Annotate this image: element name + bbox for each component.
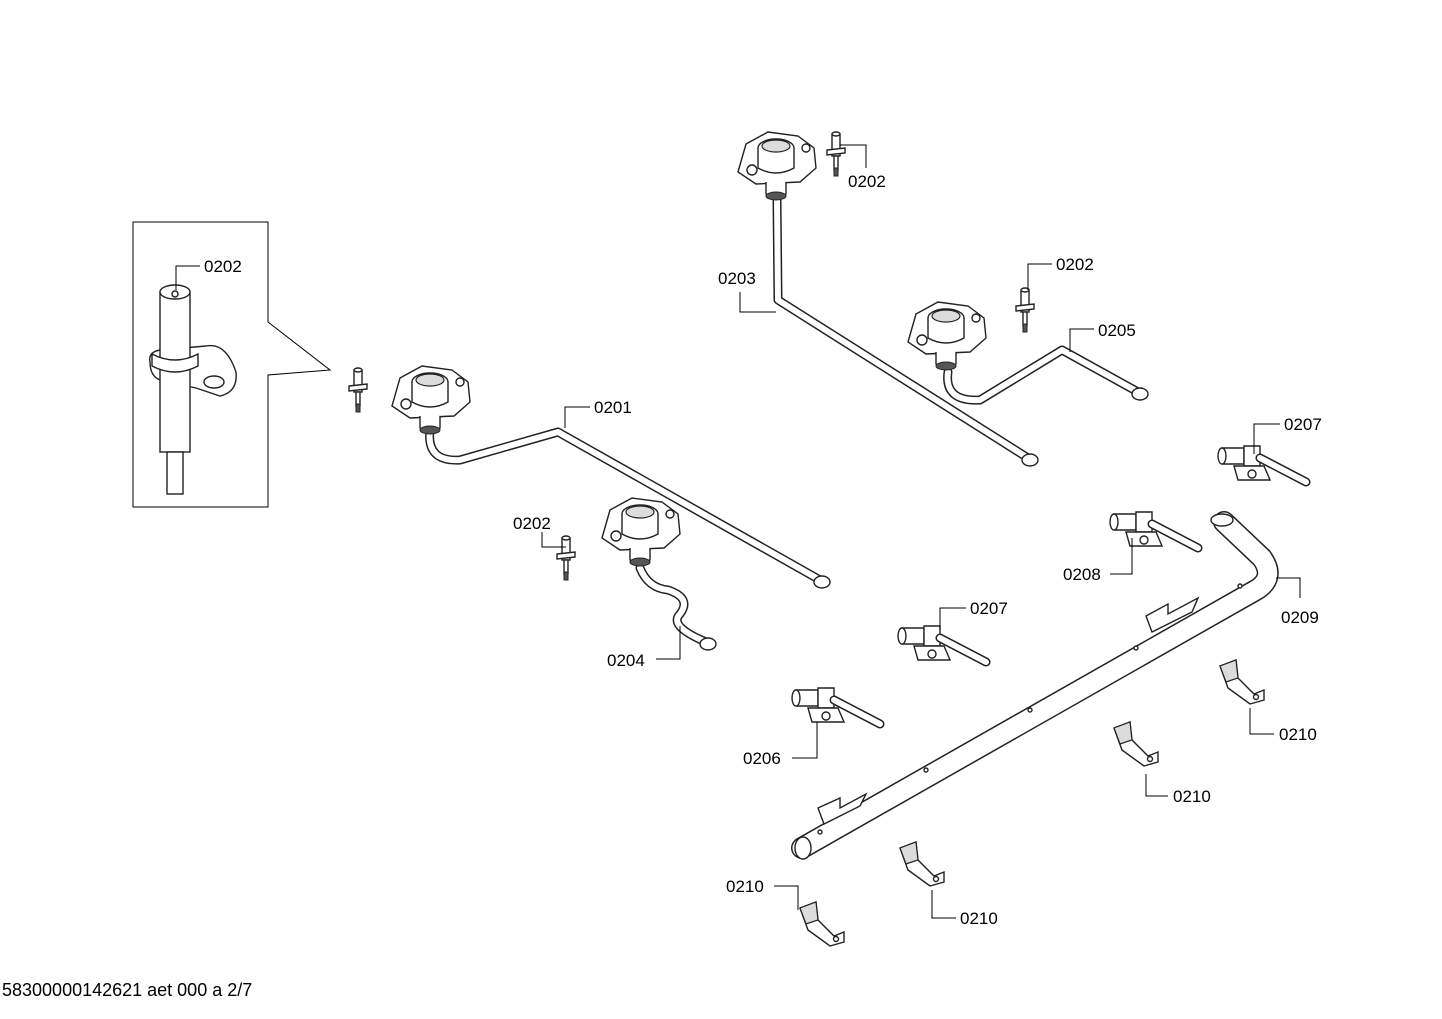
pipe-0203: [772, 195, 1039, 467]
label-0202-mid: 0202: [1056, 255, 1094, 274]
bracket-0210-d: [799, 901, 845, 947]
burner-valve-0201: [391, 365, 471, 435]
document-reference: 58300000142621 aet 000 a 2/7: [2, 980, 253, 1000]
label-0202-left: 0202: [513, 514, 551, 533]
label-0210-a: 0210: [1279, 725, 1317, 744]
label-0202-top: 0202: [848, 172, 886, 191]
label-0203: 0203: [718, 269, 756, 288]
bracket-0210-a: [1219, 659, 1265, 705]
bracket-0210-c: [899, 841, 945, 887]
thermocouple-right: [1015, 287, 1035, 333]
injector-0207-mid: [898, 626, 986, 662]
label-0201: 0201: [594, 398, 632, 417]
label-0205: 0205: [1098, 321, 1136, 340]
label-0207-mid: 0207: [970, 599, 1008, 618]
burner-valve-0203: [737, 131, 817, 201]
gas-rail-0209: [791, 511, 1279, 860]
pipe-0205: [943, 345, 1149, 405]
label-0206: 0206: [743, 749, 781, 768]
label-0204: 0204: [607, 651, 645, 670]
label-0208: 0208: [1063, 565, 1101, 584]
injector-0208: [1110, 512, 1198, 548]
pipe-0201: [425, 425, 831, 589]
label-0210-d: 0210: [726, 877, 764, 896]
label-0210-c: 0210: [960, 909, 998, 928]
thermocouple-top: [826, 131, 846, 177]
thermocouple-left: [348, 367, 368, 413]
thermocouple-mid: [556, 535, 576, 581]
bracket-0210-b: [1113, 721, 1159, 767]
label-0202-detail: 0202: [204, 257, 242, 276]
injector-0207-right: [1218, 446, 1306, 482]
label-0210-b: 0210: [1173, 787, 1211, 806]
burner-valve-0205: [907, 301, 987, 371]
detail-inset: [132, 221, 332, 508]
burner-valve-0204: [601, 497, 681, 567]
pipe-0204: [635, 563, 717, 651]
leader-lines: [175, 144, 1301, 919]
label-0207-right: 0207: [1284, 415, 1322, 434]
label-0209: 0209: [1281, 608, 1319, 627]
injector-0206: [792, 688, 880, 724]
